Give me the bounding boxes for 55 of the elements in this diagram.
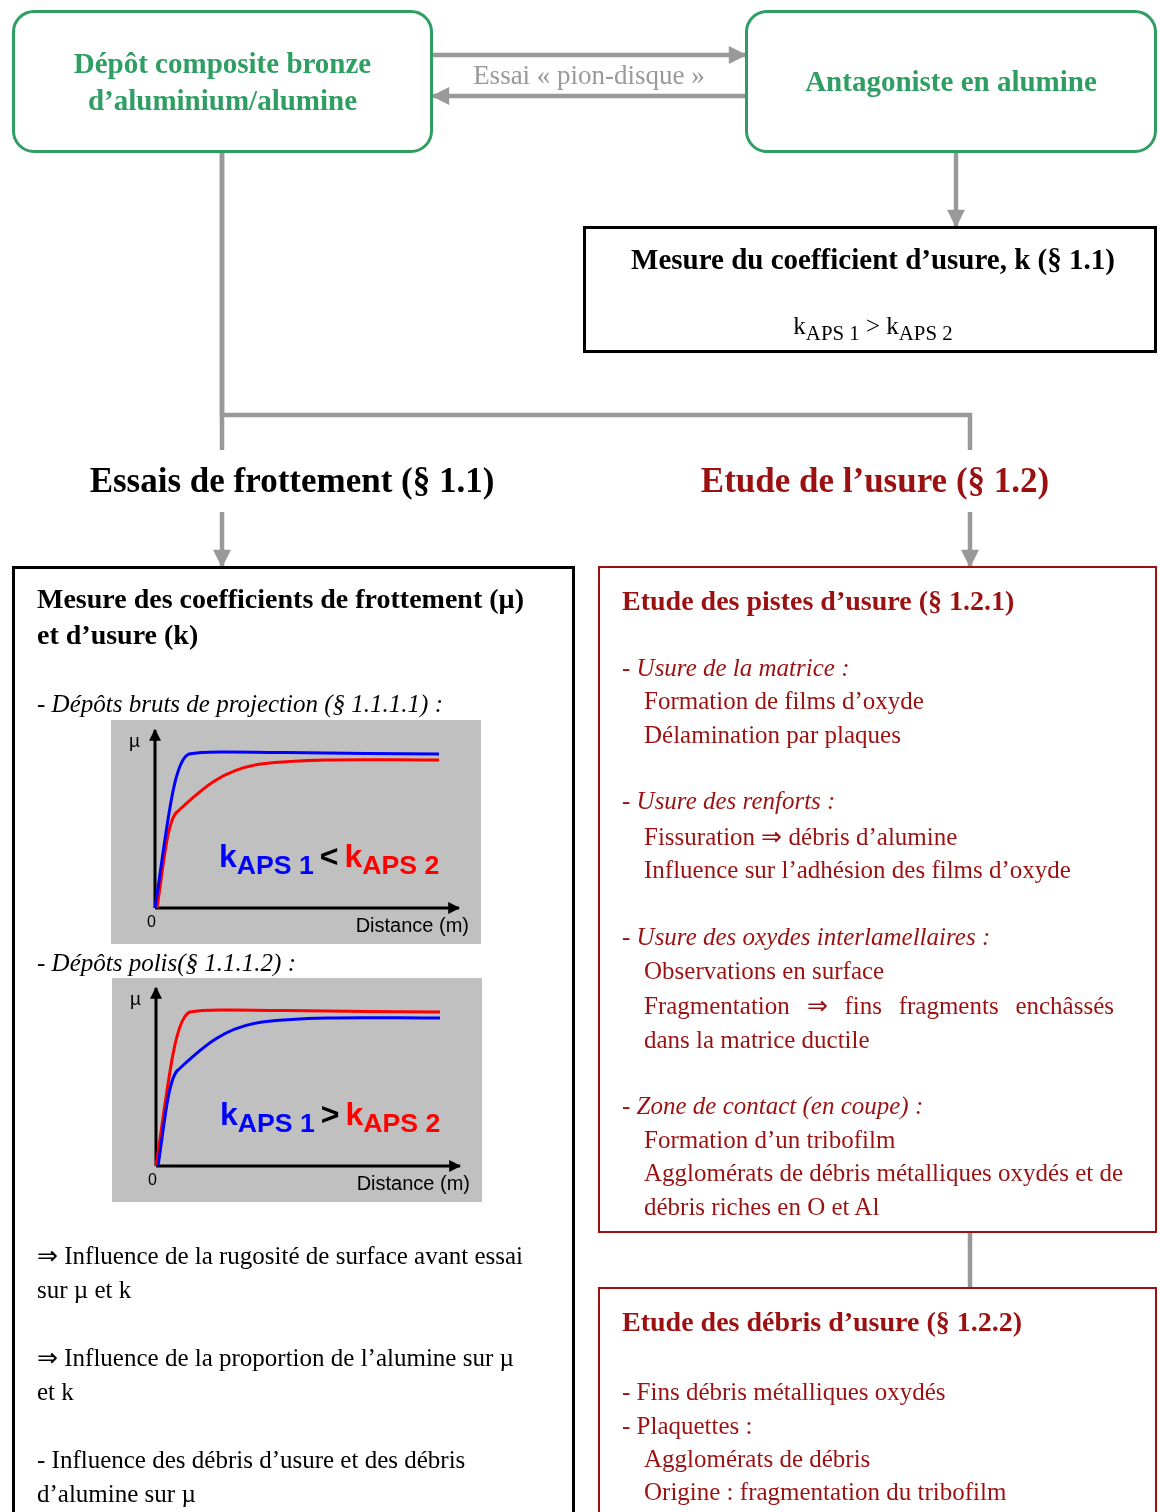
axis-label: Distance (m) bbox=[356, 1172, 470, 1195]
body-text: Fragmentation ⇒ fins fragments enchâssés dans la matrice ductile bbox=[644, 991, 1114, 1055]
list-heading: - Zone de contact (en coupe) : bbox=[622, 1091, 925, 1122]
axis-label: 0 bbox=[147, 913, 156, 931]
body-text: Agglomérats de débris métalliques oxydés et de débris riches en O et Al bbox=[644, 1158, 1124, 1222]
body-text: Influence sur l’adhésion des films d’oxyde bbox=[644, 855, 1072, 885]
list-heading: - Usure des oxydes interlamellaires : bbox=[622, 922, 992, 952]
arrow bbox=[947, 153, 965, 228]
comparison-sign: > bbox=[320, 1096, 340, 1133]
body-text: Délamination par plaques bbox=[644, 720, 902, 750]
body-text: - Plaquettes : bbox=[622, 1411, 754, 1441]
body-text: Formation d’un tribofilm bbox=[644, 1125, 897, 1155]
text-box bbox=[598, 1287, 1157, 1512]
list-heading: - Usure de la matrice : bbox=[622, 653, 851, 683]
rounded-box bbox=[745, 10, 1157, 153]
list-heading: - Dépôts bruts de projection (§ 1.1.1.1) : bbox=[37, 689, 444, 720]
text-box bbox=[583, 226, 1157, 353]
rounded-box bbox=[12, 10, 433, 153]
connector-line bbox=[967, 1233, 973, 1287]
comparison-sign: < bbox=[319, 838, 339, 875]
box-heading: Mesure du coefficient d’usure, k (§ 1.1) bbox=[630, 242, 1116, 277]
body-text: - Influence des débris d’usure et des débris d’alumine sur µ bbox=[37, 1445, 467, 1509]
box-label: Antagoniste en alumine bbox=[804, 64, 1098, 99]
body-text: Observations en surface bbox=[644, 956, 886, 986]
body-text: ⇒ Influence de la rugosité de surface avant essai sur µ et k bbox=[37, 1241, 525, 1305]
axis-label: Distance (m) bbox=[355, 914, 469, 937]
arrow bbox=[961, 512, 979, 568]
body-text: Fissuration ⇒ débris d’alumine bbox=[644, 822, 959, 852]
heading-text: Essais de frottement (§ 1.1) bbox=[88, 461, 496, 501]
text-box bbox=[598, 566, 1157, 1233]
formula-text: k$_{APS 2}$ bbox=[345, 1096, 441, 1140]
body-text: - Fins débris métalliques oxydés bbox=[622, 1377, 947, 1407]
formula-text: k$_{APS 1}$ bbox=[220, 1096, 315, 1140]
body-text: Formation de films d’oxyde bbox=[644, 686, 925, 716]
list-heading: - Dépôts polis(§ 1.1.1.2) : bbox=[37, 948, 297, 979]
arrow bbox=[213, 512, 231, 568]
box-label: Dépôt composite bronze d’aluminium/alumine bbox=[72, 45, 373, 118]
axis-label: µ bbox=[129, 730, 140, 752]
heading-text: Etude de l’usure (§ 1.2) bbox=[699, 461, 1051, 501]
text-box bbox=[12, 566, 575, 1512]
box-heading: Mesure des coefficients de frottement (µ) et d’usure (k) bbox=[37, 582, 526, 652]
formula-text: k$_{APS 1}$ bbox=[219, 838, 314, 882]
formula-text: k$_{APS 2}$ bbox=[344, 838, 440, 882]
body-text: Agglomérats de débris bbox=[644, 1444, 872, 1474]
axis-label: 0 bbox=[148, 1171, 157, 1189]
list-heading: - Usure des renforts : bbox=[622, 786, 837, 816]
connector-line bbox=[219, 153, 973, 450]
axis-label: µ bbox=[130, 988, 141, 1010]
body-text: Origine : fragmentation du tribofilm bbox=[644, 1477, 1008, 1507]
box-heading: Etude des débris d’usure (§ 1.2.2) bbox=[622, 1305, 1024, 1339]
body-text: ⇒ Influence de la proportion de l’alumine sur µ et k bbox=[37, 1343, 515, 1407]
body-text: k$_{APS 1}$ > k$_{APS 2}$ bbox=[792, 311, 954, 347]
arrow bbox=[433, 46, 747, 64]
arrow bbox=[431, 87, 745, 105]
box-heading: Etude des pistes d’usure (§ 1.2.1) bbox=[622, 584, 1016, 618]
